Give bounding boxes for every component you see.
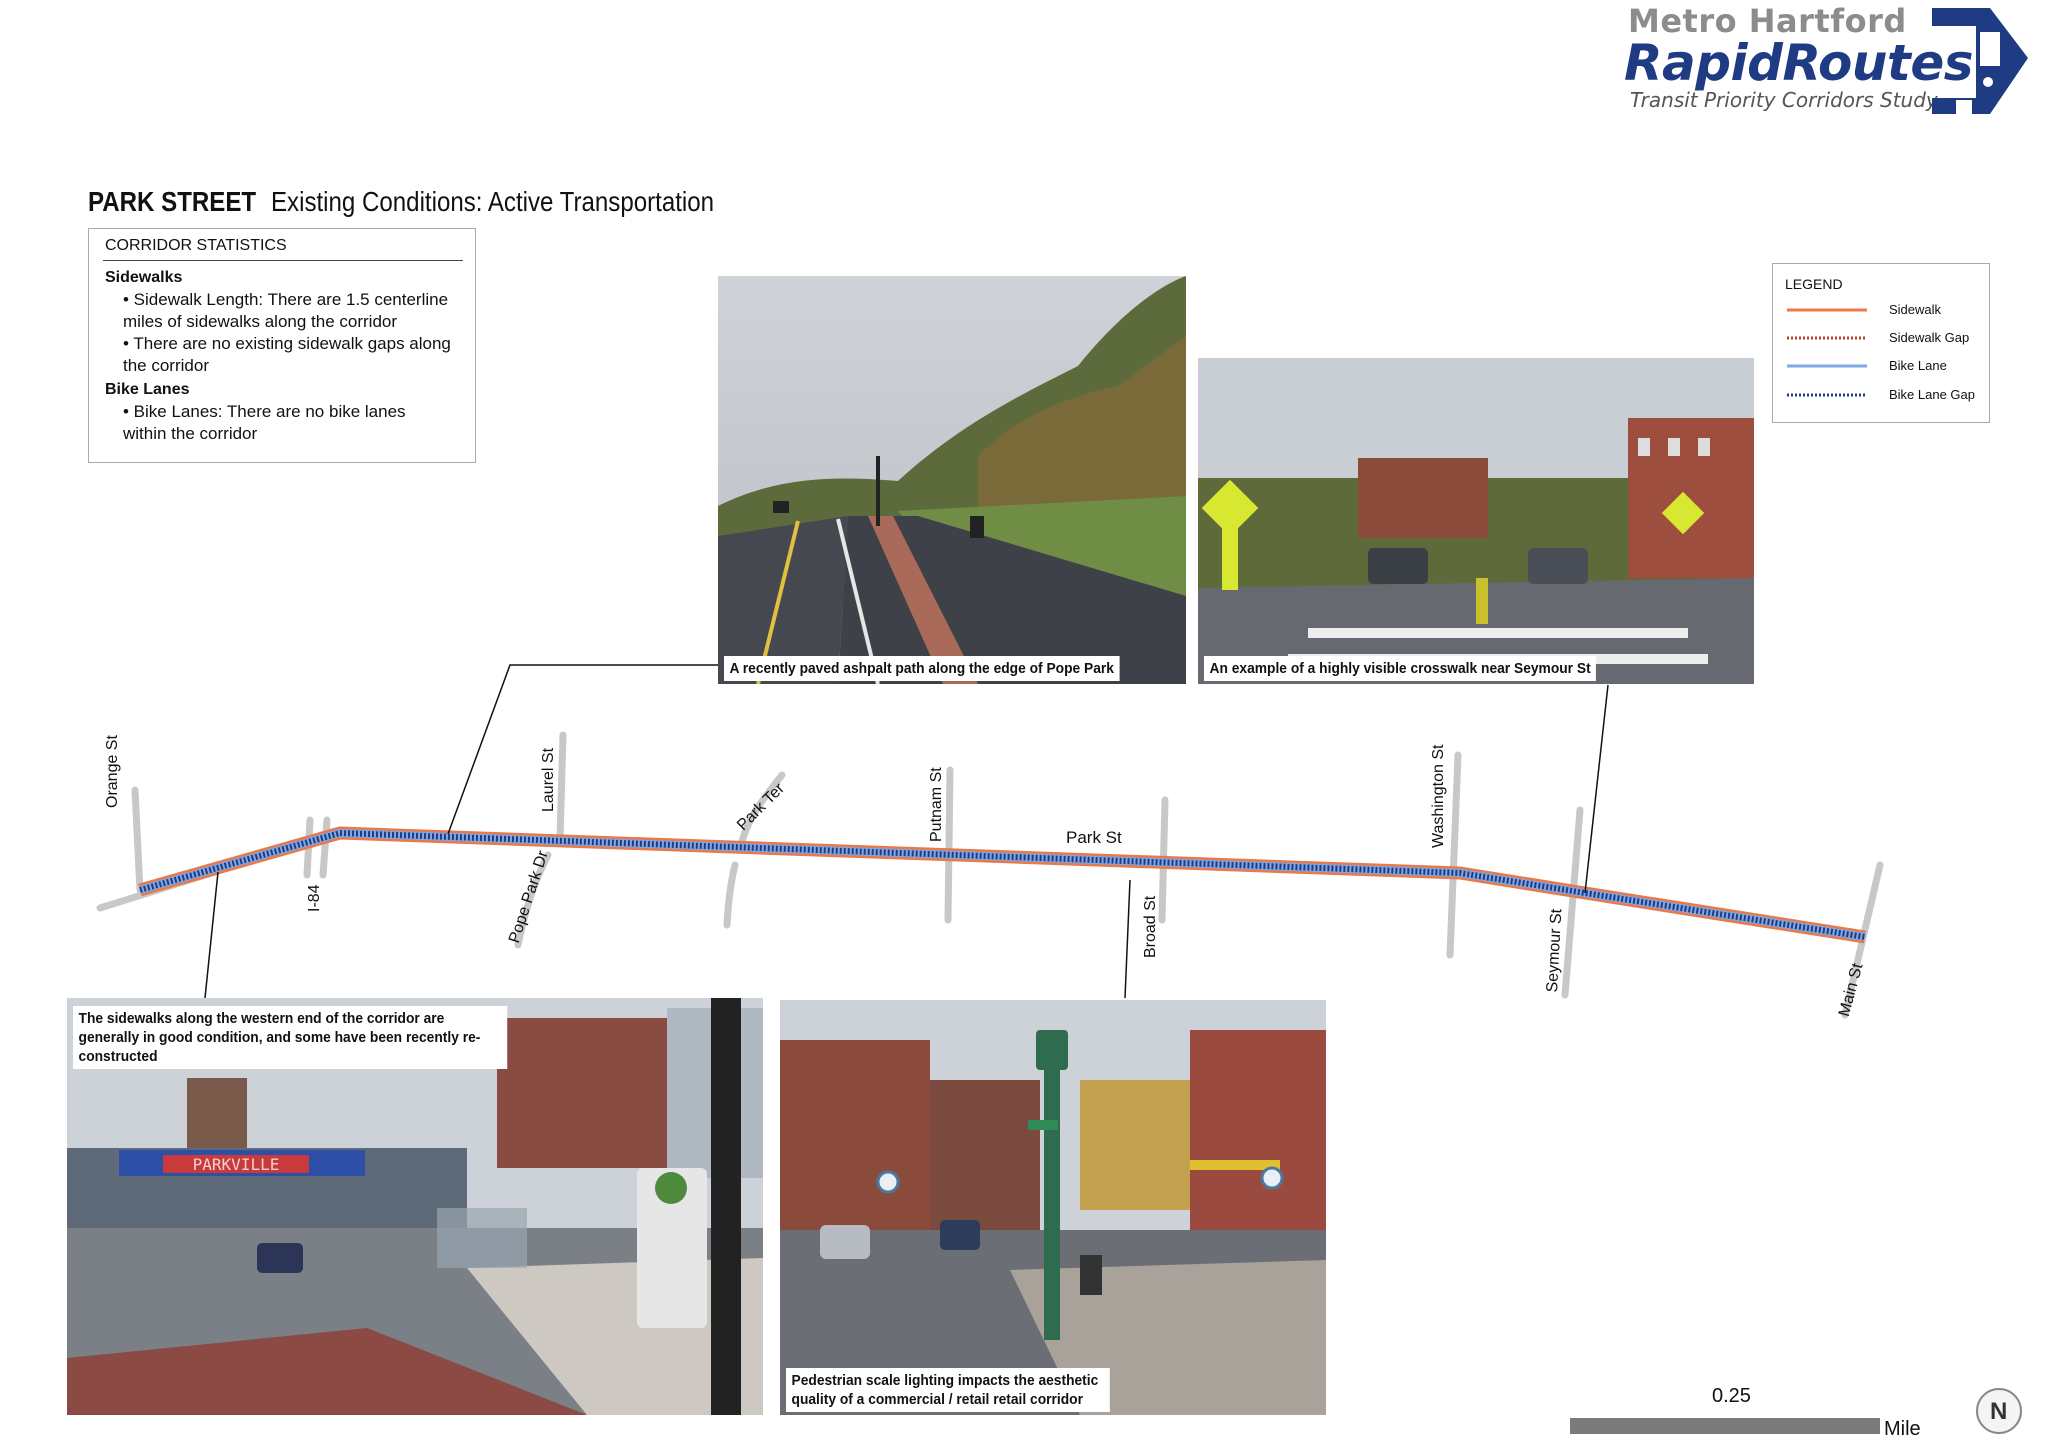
caption-western-end: The sidewalks along the western end of t…	[73, 1006, 508, 1069]
stats-sidewalk-gaps: • There are no existing sidewalk gaps al…	[123, 334, 451, 375]
scale-value: 0.25	[1712, 1385, 1751, 1407]
corridor-sidewalk-line	[138, 826, 1867, 944]
logo-line-metro-hartford: Metro Hartford	[1628, 2, 1907, 40]
leader-western-end	[204, 871, 219, 999]
street-label-orange-st: Orange St	[104, 735, 121, 808]
caption-pope-park: A recently paved ashpalt path along the …	[724, 656, 1120, 681]
i84-line-2	[319, 816, 331, 879]
parkville-sign-text: PARKVILLE	[193, 1155, 280, 1174]
laurel-st-line	[556, 731, 567, 844]
stats-sidewalks-heading: Sidewalks	[105, 269, 183, 286]
orange-st-line	[131, 786, 144, 894]
photo-pope-park-path: A recently paved ashpalt path along the …	[718, 276, 1186, 684]
street-label-broad-st: Broad St	[1142, 895, 1159, 958]
stats-bike-lanes-heading: Bike Lanes	[105, 381, 190, 398]
legend-label-sidewalk-gap: Sidewalk Gap	[1889, 330, 1970, 345]
legend-panel: LEGEND Sidewalk Sidewalk Gap Bike Lane B…	[1772, 263, 1990, 423]
caption-lighting: Pedestrian scale lighting impacts the ae…	[786, 1368, 1110, 1412]
logo-line-rapidroutes: RapidRoutes	[1624, 34, 1974, 92]
legend-swatches	[1787, 308, 1867, 397]
street-label-i84: I-84	[306, 884, 323, 912]
stats-bike-lanes: • Bike Lanes: There are no bike lanes wi…	[123, 402, 406, 443]
leader-lighting	[1124, 879, 1131, 999]
legend-title: LEGEND	[1785, 276, 1843, 292]
street-label-park-st: Park St	[1066, 828, 1122, 847]
street-label-washington-st: Washington St	[1430, 744, 1447, 848]
stats-divider	[103, 260, 463, 261]
corridor-statistics-panel: CORRIDOR STATISTICS Sidewalks • Sidewalk…	[88, 228, 476, 463]
park-ter-south-line	[723, 861, 739, 929]
page-subtitle: Existing Conditions: Active Transportati…	[271, 186, 715, 217]
scale-unit: Mile	[1884, 1418, 1921, 1440]
corridor-bike-line	[138, 829, 1866, 941]
washington-st-line	[1446, 751, 1462, 959]
bus-arrow-icon	[1932, 8, 2028, 114]
corridor-bike-gap-line	[139, 830, 1866, 940]
putnam-st-line	[944, 766, 954, 924]
leader-crosswalk	[1584, 684, 1609, 894]
scale-bar	[1570, 1418, 1880, 1434]
photo-pedestrian-lighting: Pedestrian scale lighting impacts the ae…	[780, 1000, 1326, 1415]
leader-pope-park	[447, 664, 718, 835]
street-label-putnam-st: Putnam St	[928, 767, 945, 842]
stats-sidewalk-length: • Sidewalk Length: There are 1.5 centerl…	[123, 290, 449, 331]
legend-label-bike-lane: Bike Lane	[1889, 358, 1947, 373]
photo-western-end-sidewalks: PARKVILLE The sidewalks along the wester…	[67, 998, 763, 1415]
pope-park-dr-line	[514, 851, 552, 949]
caption-crosswalk: An example of a highly visible crosswalk…	[1204, 656, 1597, 681]
page-title: PARK STREET	[88, 186, 257, 217]
street-label-laurel-st: Laurel St	[540, 747, 557, 812]
stats-title: CORRIDOR STATISTICS	[105, 237, 287, 254]
seymour-st-line	[1561, 806, 1584, 999]
legend-label-sidewalk: Sidewalk	[1889, 302, 1942, 317]
legend-label-bike-lane-gap: Bike Lane Gap	[1889, 387, 1976, 402]
north-arrow-icon: N	[1976, 1388, 2022, 1434]
photo-crosswalk-seymour: An example of a highly visible crosswalk…	[1198, 358, 1754, 684]
logo-line-subtitle: Transit Priority Corridors Study	[1630, 88, 1938, 112]
north-arrow-label: N	[1990, 1398, 2008, 1425]
